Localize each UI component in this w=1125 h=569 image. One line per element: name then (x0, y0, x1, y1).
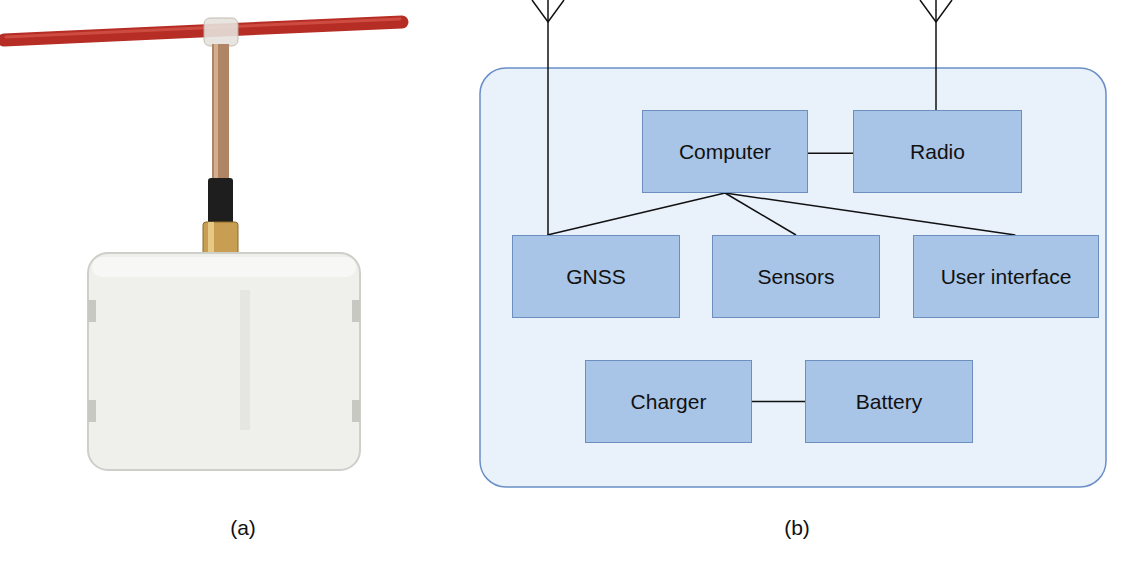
block-label: Radio (910, 140, 965, 164)
block-box: Computer (642, 110, 808, 193)
connector-line (547, 193, 725, 235)
block-box: GNSS (512, 235, 680, 318)
block-box: Radio (853, 110, 1022, 193)
block-label: Sensors (757, 265, 834, 289)
block-box: Battery (805, 360, 973, 443)
block-label: Computer (679, 140, 771, 164)
panel-label: (b) (784, 516, 810, 540)
connector-line (808, 152, 853, 154)
device-photo (4, 18, 402, 470)
block-label: GNSS (566, 265, 626, 289)
block-box: Sensors (712, 235, 880, 318)
block-box: Charger (585, 360, 752, 443)
block-label: Charger (631, 390, 707, 414)
block-label: Battery (856, 390, 923, 414)
connector-line (725, 193, 1015, 235)
housing-outline (480, 68, 1106, 487)
block-box: User interface (913, 235, 1099, 318)
connector-line (725, 193, 796, 235)
antenna-symbol (920, 0, 952, 111)
connector-line (752, 401, 805, 403)
panel-label: (a) (230, 516, 256, 540)
block-label: User interface (941, 265, 1072, 289)
antenna-symbol (532, 0, 564, 236)
